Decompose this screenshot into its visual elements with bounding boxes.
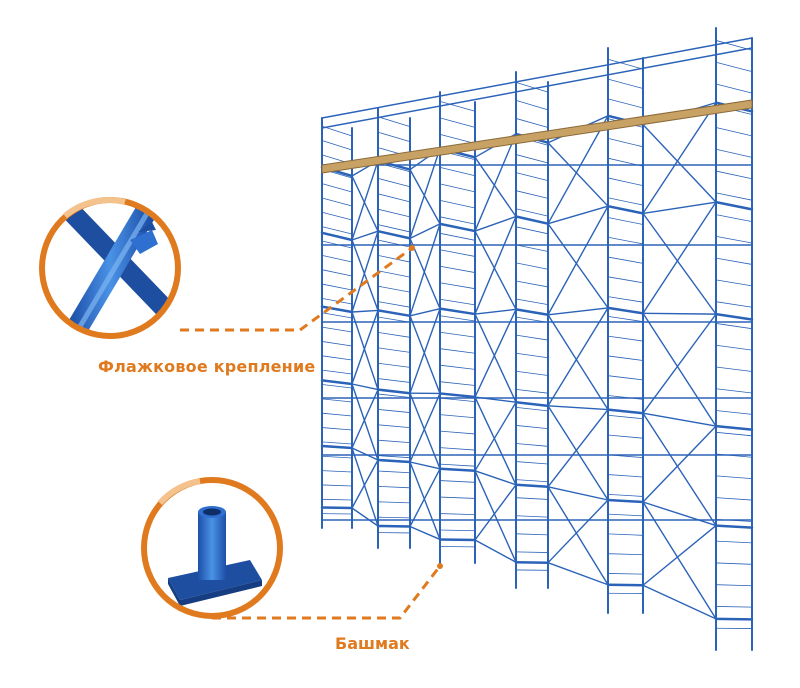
scaffold-frame	[320, 27, 754, 651]
flag-clamp-icon	[39, 197, 181, 339]
base-shoe-icon	[141, 477, 283, 619]
leader-line-flag-clamp	[180, 245, 415, 332]
flag-clamp-label: Флажковое крепление	[98, 357, 316, 376]
base-shoe-label: Башмак	[335, 634, 410, 653]
leader-line-base-shoe	[212, 563, 443, 620]
